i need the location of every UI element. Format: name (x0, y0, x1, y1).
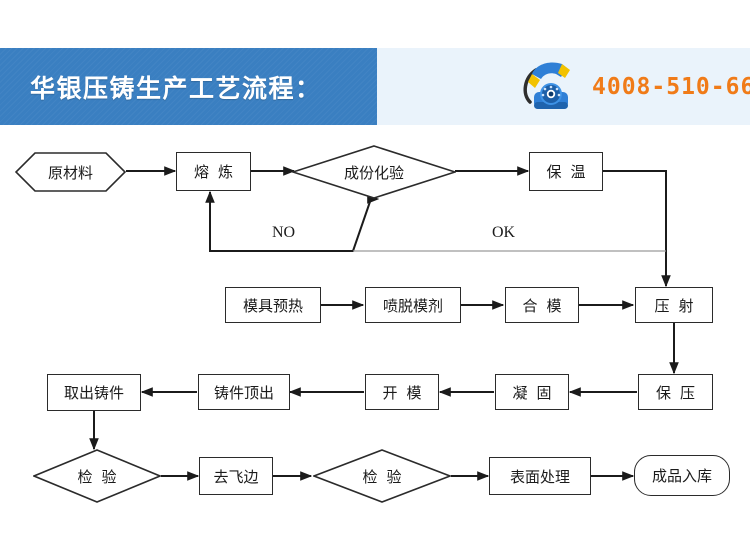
node-label: 去飞边 (213, 467, 259, 486)
node-hold-pressure[interactable]: 保压 (638, 374, 713, 410)
node-finished-stock[interactable]: 成品入库 (634, 455, 730, 496)
contact-block: 4008-510-668 (520, 48, 750, 125)
header-blue-bar: 华银压铸生产工艺流程： (0, 48, 377, 125)
node-label: 喷脱模剂 (382, 296, 443, 315)
node-label: 保压 (655, 383, 704, 402)
node-label: 保温 (546, 163, 595, 181)
node-label: 检验 (362, 467, 411, 486)
diamond-shape (313, 449, 451, 503)
node-label: 合模 (522, 296, 571, 315)
node-label: 成品入库 (651, 467, 712, 485)
node-raw-material[interactable]: 原材料 (15, 152, 126, 192)
page-title: 华银压铸生产工艺流程： (30, 74, 322, 103)
header-banner: 华银压铸生产工艺流程： 4008-510-668 (0, 48, 750, 125)
node-eject-casting[interactable]: 铸件顶出 (198, 374, 290, 410)
node-melting[interactable]: 熔炼 (176, 152, 251, 191)
node-surface-treat[interactable]: 表面处理 (489, 457, 591, 495)
node-inspection-1[interactable]: 检验 (33, 449, 161, 503)
node-composition-test[interactable]: 成份化验 (292, 145, 456, 199)
diamond-shape (33, 449, 161, 503)
node-label: 压射 (654, 296, 703, 315)
node-label: 开模 (382, 383, 431, 402)
node-inspection-2[interactable]: 检验 (313, 449, 451, 503)
node-holding[interactable]: 保温 (529, 152, 603, 191)
edge-label-ok: OK (492, 224, 516, 241)
edge-ok-to-injection (603, 170, 671, 288)
node-label: 表面处理 (509, 467, 570, 486)
node-solidify[interactable]: 凝固 (495, 374, 569, 410)
edge-label-no: NO (272, 224, 296, 241)
hexagon-shape (15, 152, 126, 192)
node-mold-preheat[interactable]: 模具预热 (225, 287, 321, 323)
node-injection[interactable]: 压射 (635, 287, 713, 323)
telephone-icon (523, 61, 570, 109)
node-label: 铸件顶出 (213, 383, 274, 402)
edge-no-feedback-path (205, 190, 374, 252)
node-open-mold[interactable]: 开模 (365, 374, 439, 410)
node-label: 模具预热 (242, 296, 303, 315)
node-label: 取出铸件 (63, 384, 124, 402)
node-label: 成份化验 (343, 163, 404, 182)
node-label: 原材料 (47, 163, 93, 182)
node-close-mold[interactable]: 合模 (505, 287, 579, 323)
phone-number: 4008-510-668 (592, 73, 750, 100)
node-remove-casting[interactable]: 取出铸件 (47, 374, 141, 411)
node-deburr[interactable]: 去飞边 (199, 457, 273, 495)
node-label: 检验 (77, 467, 126, 486)
node-label: 熔炼 (193, 163, 242, 181)
node-label: 凝固 (512, 383, 561, 402)
node-spray-release[interactable]: 喷脱模剂 (365, 287, 461, 323)
